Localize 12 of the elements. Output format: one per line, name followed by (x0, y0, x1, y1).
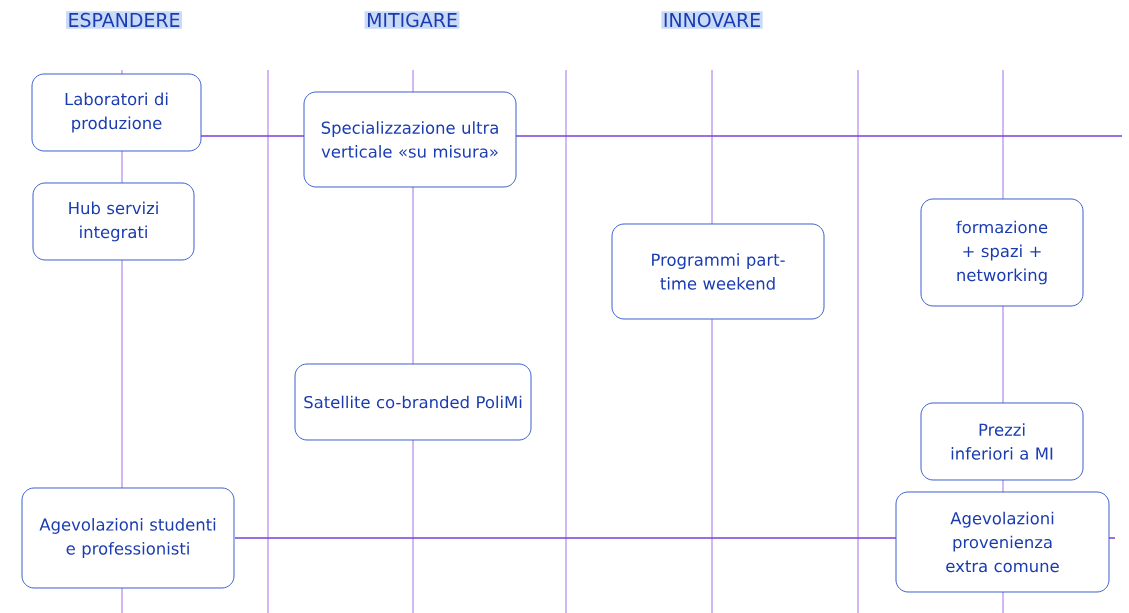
process-box: Agevolazioni provenienza extra comune (895, 491, 1110, 593)
process-box: Programmi part-time weekend (611, 223, 825, 320)
column-heading: MITIGARE (364, 11, 460, 29)
process-box: formazione + spazi + networking (920, 198, 1084, 307)
process-box: Specializzazione ultra verticale «su misura» (303, 91, 517, 188)
process-box: Agevolazioni studenti e professionisti (21, 487, 235, 589)
process-box: Satellite co-branded PoliMi (294, 363, 532, 441)
process-box: Laboratori di produzione (31, 73, 202, 152)
process-box: Hub servizi integrati (32, 182, 195, 261)
column-heading: ESPANDERE (66, 11, 182, 29)
process-box: Prezzi inferiori a MI (920, 402, 1084, 481)
column-heading: INNOVARE (661, 11, 763, 29)
